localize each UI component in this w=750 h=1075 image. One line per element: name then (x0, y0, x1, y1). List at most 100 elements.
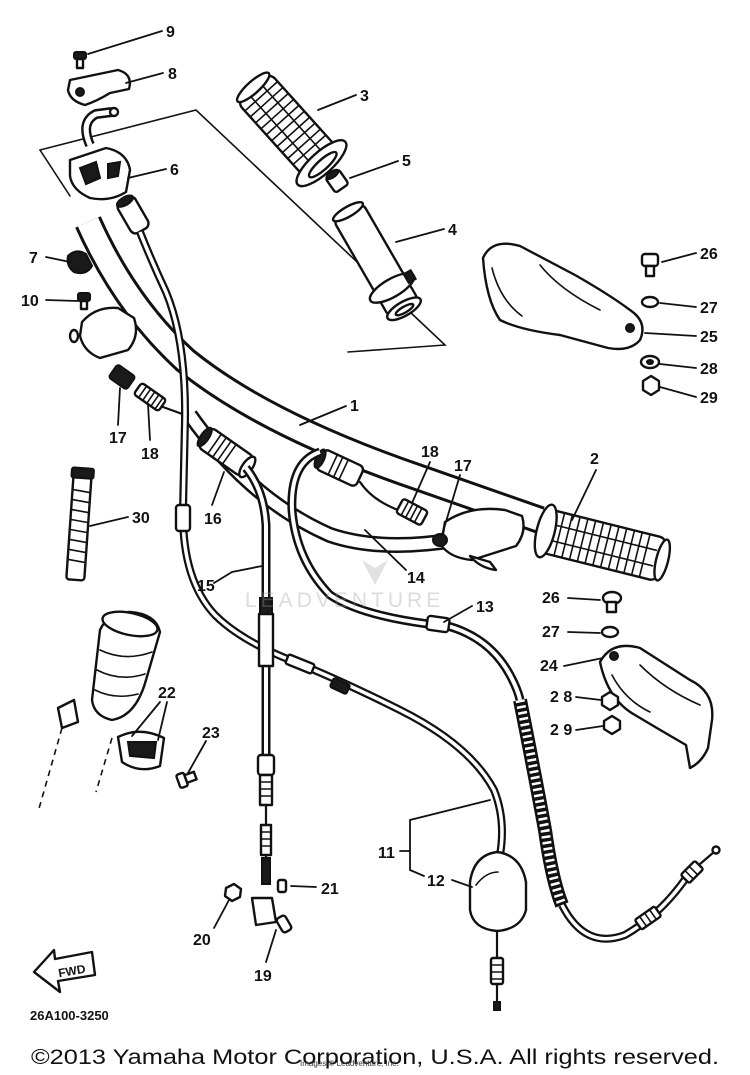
perch-screw (77, 292, 91, 311)
leader-17-left (117, 387, 121, 426)
grip-collar (325, 168, 349, 193)
callout-1: 1 (350, 398, 359, 415)
callout-19: 19 (254, 968, 272, 985)
cable-junction-box (468, 850, 528, 933)
hand-guard-upper-hole (625, 323, 635, 333)
leader-28-lower (575, 696, 602, 701)
callout-18-left: 18 (141, 446, 159, 463)
left-adjuster (133, 382, 167, 412)
watermark-text: LEADVENTURE (245, 589, 444, 612)
leader-27-upper (659, 302, 697, 308)
leader-26-lower (567, 597, 601, 601)
leader-lines (45, 30, 697, 963)
right-lever (468, 554, 498, 572)
left-lever-perch (78, 306, 138, 360)
leader-12 (451, 879, 473, 888)
brake-cable-coil (513, 698, 569, 908)
callouts: 9 8 3 6 5 4 7 10 26 27 25 28 29 1 17 18 … (21, 24, 718, 985)
callout-13: 13 (476, 599, 494, 616)
nut-lower (602, 714, 622, 736)
bolt-lower (601, 590, 623, 614)
brake-cable-sleeve (425, 614, 451, 634)
clutch-cable-adjuster (196, 426, 257, 479)
throttle-group-frame-left (39, 149, 71, 197)
intake-boot (90, 610, 162, 722)
intake-hose-left (56, 698, 80, 730)
callout-11: 11 (378, 845, 395, 862)
leader-22-a (131, 701, 161, 737)
callout-16: 16 (204, 511, 222, 528)
callout-26-lower: 26 (542, 590, 560, 607)
leader-27-lower (567, 631, 601, 634)
leader-30 (89, 516, 129, 527)
leader-28-upper (659, 363, 697, 369)
washer-upper (640, 295, 660, 309)
throttle-tube (331, 201, 423, 322)
throttle-housing-detail (78, 160, 122, 186)
callout-8: 8 (168, 66, 177, 83)
throttle-cable-boot (115, 194, 150, 235)
fwd-label: FWD (57, 962, 87, 981)
brake-cable (287, 447, 525, 701)
watermark-logo (362, 560, 388, 585)
callout-24: 24 (540, 658, 558, 675)
leader-22-b (157, 701, 168, 741)
callout-30: 30 (132, 510, 150, 527)
throttle-cable-connector (284, 653, 316, 675)
intake-outline-right (95, 737, 113, 793)
callout-25: 25 (700, 329, 718, 346)
leader-9 (87, 30, 163, 55)
leader-18-left (147, 403, 151, 441)
callout-17-right: 17 (454, 458, 472, 475)
leader-11-upper (399, 799, 491, 852)
throttle-cable-elbow (81, 106, 120, 147)
callout-21: 21 (321, 881, 339, 898)
leader-26-upper (661, 252, 697, 263)
callout-28-lower: 2 8 (550, 689, 572, 706)
intake-outline-left (37, 727, 63, 813)
hand-guard-lower-shading (611, 664, 701, 713)
callout-4: 4 (448, 222, 457, 239)
leader-5 (349, 160, 399, 179)
right-grip (533, 503, 672, 582)
left-switch (66, 250, 94, 275)
brake-cable-end (558, 875, 690, 943)
copyright-notice: ©2013 Yamaha Motor Corporation, U.S.A. A… (31, 1046, 719, 1069)
clamp-screw (73, 51, 87, 70)
brake-cable-adjuster (634, 905, 662, 931)
callout-15: 15 (197, 578, 215, 595)
callout-22: 22 (158, 685, 176, 702)
leader-23 (187, 740, 207, 774)
leader-13 (443, 605, 473, 623)
brake-cable-rod (698, 850, 716, 866)
leader-7 (45, 256, 71, 263)
left-grip (235, 71, 348, 188)
cable-junction-highlight (475, 871, 499, 886)
leader-1 (299, 405, 347, 426)
leader-4 (395, 228, 445, 243)
callout-2: 2 (590, 451, 599, 468)
cable-junction-lower-cable (489, 929, 505, 1011)
perch-pin (68, 328, 80, 344)
leader-11-lower (409, 850, 425, 877)
right-switch-housing (313, 448, 365, 487)
callout-27-upper: 27 (700, 300, 718, 317)
spacer-upper (639, 354, 661, 370)
throttle-housing-clamp (66, 68, 132, 107)
clevis-nut (223, 882, 243, 903)
leader-25 (644, 332, 697, 337)
clevis-pin-bolt (275, 914, 293, 934)
clamp-hole (75, 87, 85, 97)
leader-29-upper (659, 386, 697, 398)
clutch-cable (242, 465, 271, 760)
callout-12: 12 (427, 873, 445, 890)
leader-14 (364, 529, 407, 571)
leader-24 (563, 657, 604, 667)
callout-14: 14 (407, 570, 425, 587)
throttle-cable (136, 230, 506, 856)
hand-guard-lower-hole (609, 651, 619, 661)
leader-21 (290, 885, 317, 888)
leader-15 (213, 565, 263, 584)
bolt-upper (640, 252, 660, 278)
